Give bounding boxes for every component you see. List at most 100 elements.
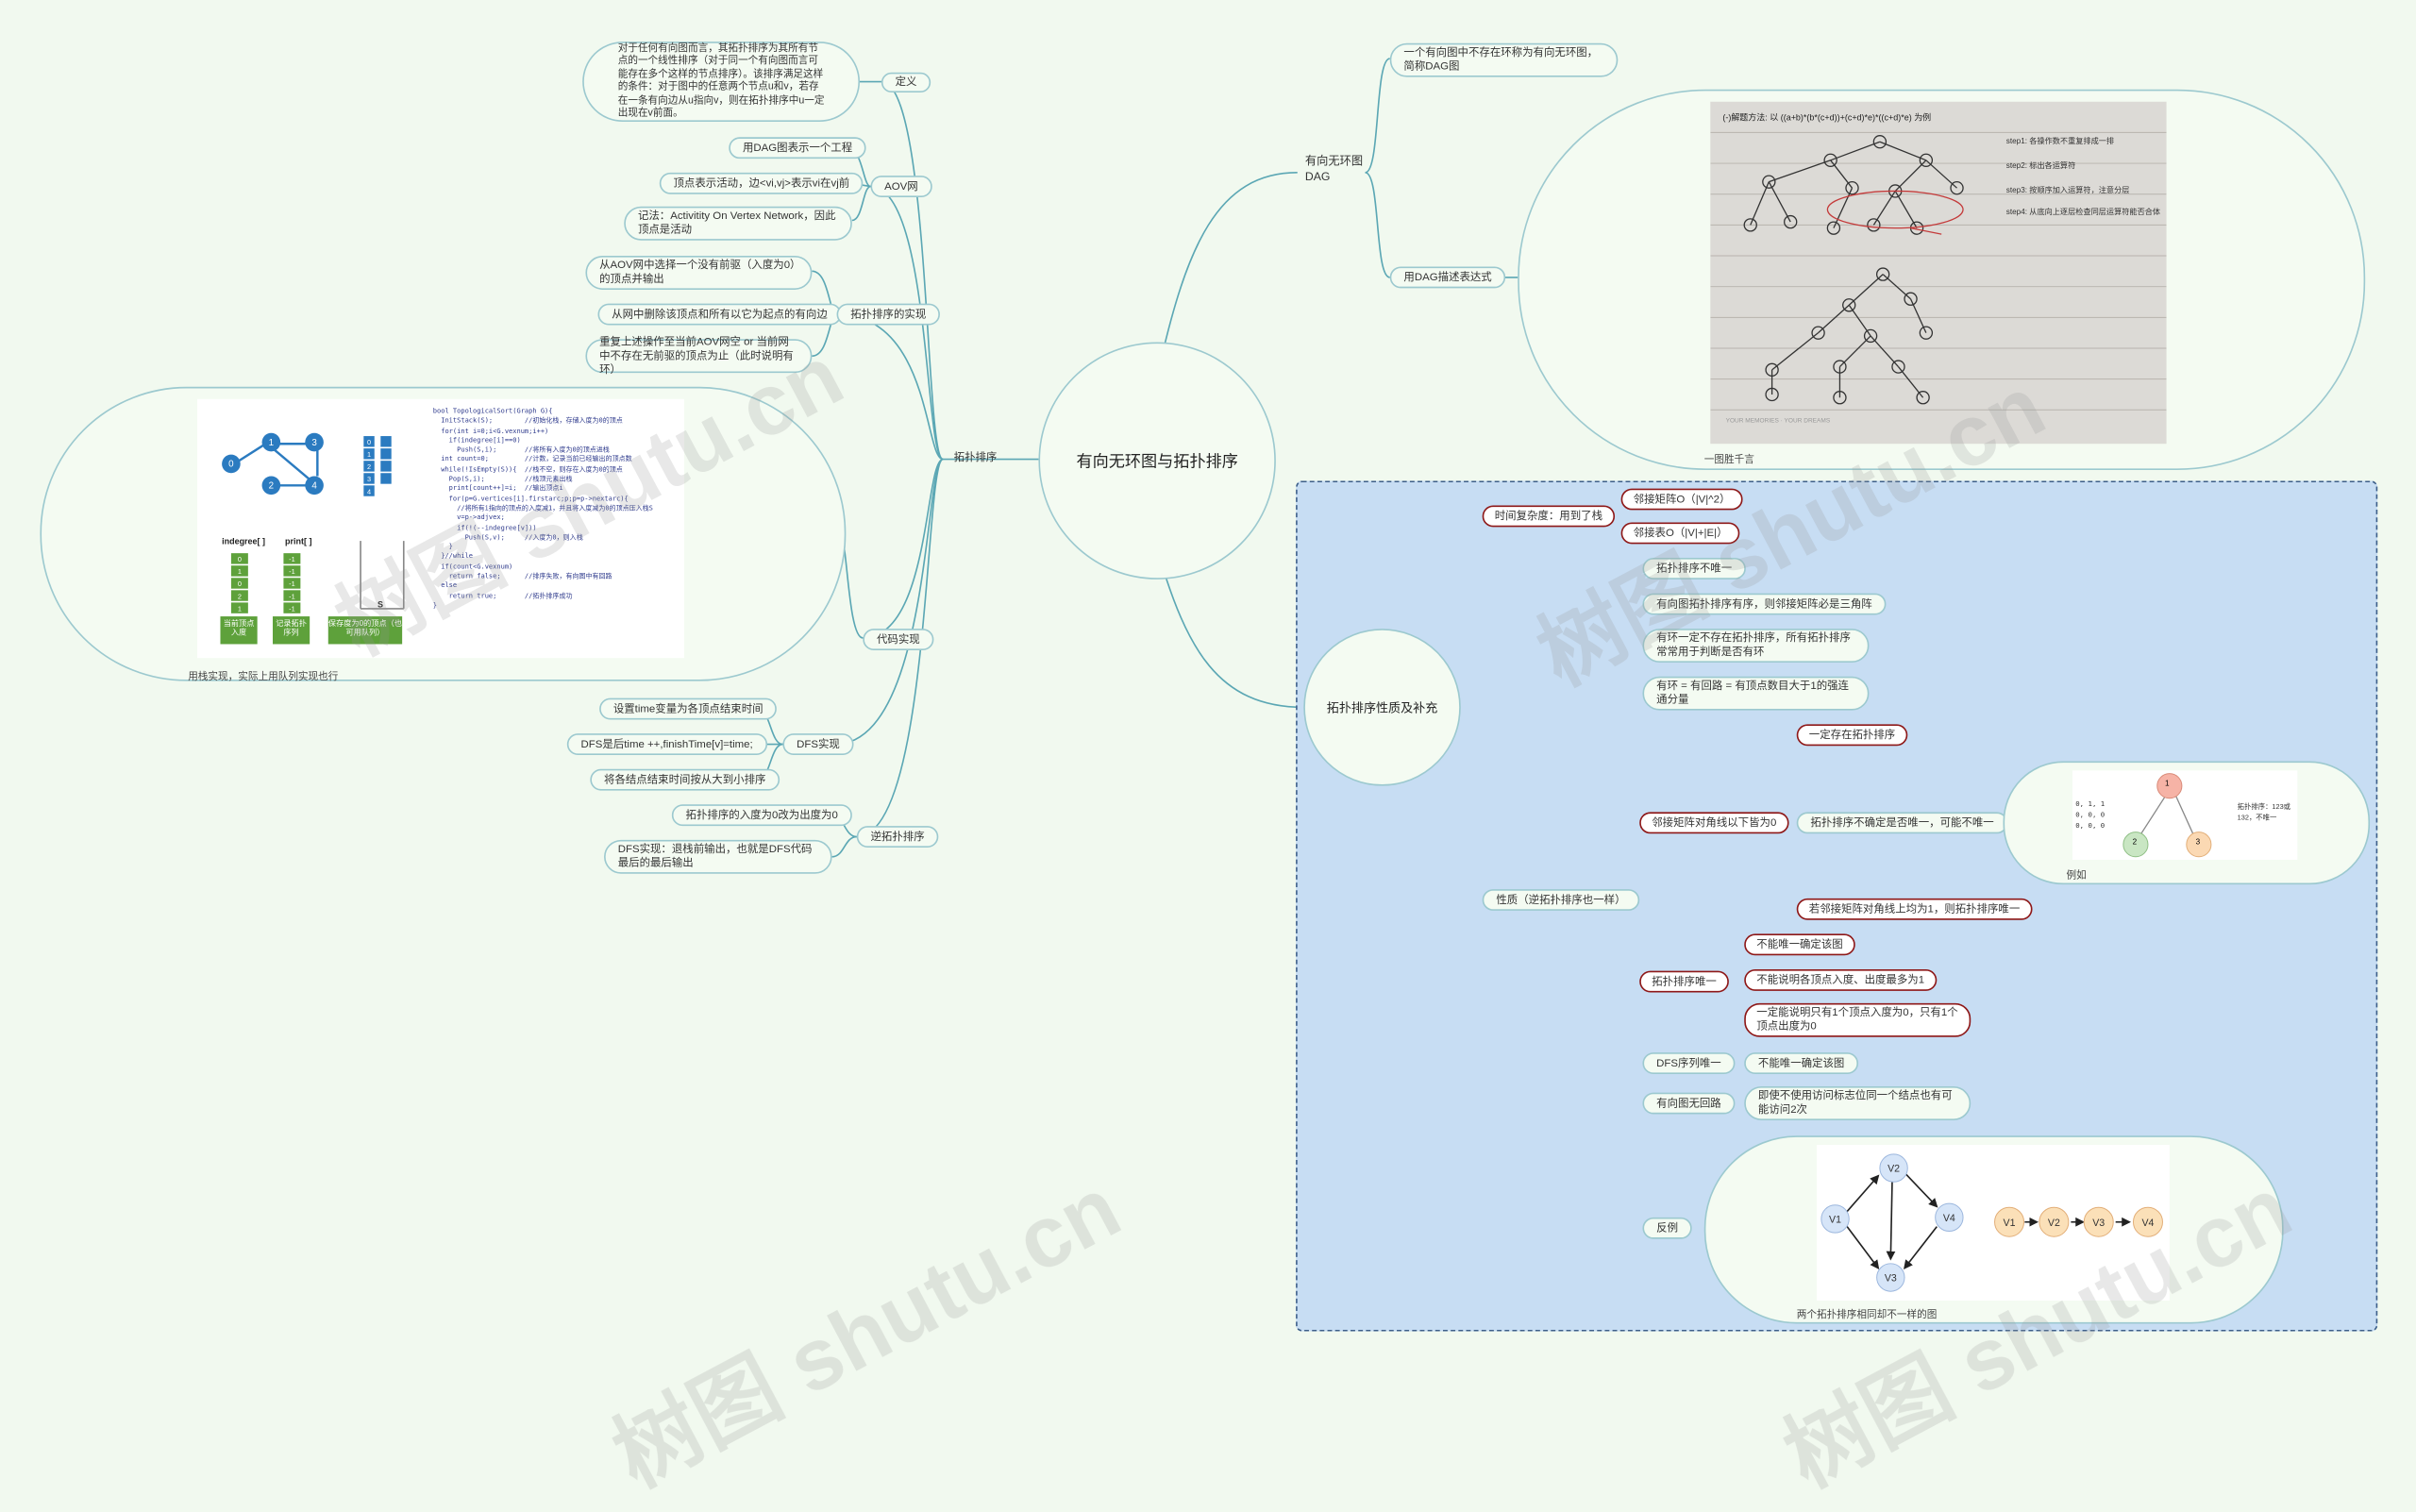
code-caption: 用栈实现，实际上用队列实现也行: [188, 667, 338, 682]
print-value: -1: [289, 580, 295, 588]
center-node[interactable]: 有向无环图与拓扑排序: [1038, 342, 1275, 579]
simple-prop-4[interactable]: 有环 = 有回路 = 有顶点数目大于1的强连通分量: [1642, 677, 1869, 711]
counter-chain-node-label: V3: [2092, 1218, 2105, 1229]
indegree-value: 0: [238, 580, 242, 588]
unique-label[interactable]: 拓扑排序唯一: [1639, 971, 1729, 993]
dag-label[interactable]: 有向无环图DAG: [1305, 154, 1367, 185]
example-node-3: 3: [2196, 838, 2201, 848]
dfs-label[interactable]: DFS实现: [782, 733, 853, 755]
aov-item-2[interactable]: 顶点表示活动，边<vi,vj>表示vi在vj前: [660, 173, 864, 194]
photo-footer: YOUR MEMORIES · YOUR DREAMS: [1726, 416, 1831, 424]
print-value: -1: [289, 567, 295, 576]
aov-item-3[interactable]: 记法：Activitity On Vertex Network，因此顶点是活动: [624, 207, 852, 241]
adj-cell: [380, 461, 391, 471]
counter-graph-node-label: V1: [1829, 1215, 1841, 1226]
reverse-label[interactable]: 逆拓扑排序: [857, 826, 939, 848]
adj-row-label: 2: [367, 462, 371, 471]
props-node[interactable]: 拓扑排序性质及补充: [1303, 629, 1461, 786]
matrix-row-1: 0, 1, 1: [2075, 801, 2105, 809]
dfs-item-3[interactable]: 将各结点结束时间按从大到小排序: [590, 769, 780, 791]
dag-definition[interactable]: 一个有向图中不存在环称为有向无环图，简称DAG图: [1390, 43, 1619, 77]
acyclic-label[interactable]: 有向图无回路: [1642, 1093, 1735, 1115]
code-graph-node-label: 3: [311, 438, 317, 448]
diag-item-2[interactable]: 拓扑排序不确定是否唯一，可能不唯一: [1797, 812, 2008, 833]
code-block: bool TopologicalSort(Graph G){ InitStack…: [433, 409, 653, 613]
aov-label[interactable]: AOV网: [870, 176, 931, 197]
btn-print: 记录拓扑序列: [273, 616, 310, 644]
impl-item-2[interactable]: 从网中删除该顶点和所有以它为起点的有向边: [597, 304, 841, 326]
aov-item-1[interactable]: 用DAG图表示一个工程: [729, 137, 866, 159]
props-title: 拓扑排序性质及补充: [1327, 698, 1438, 715]
photo-step-1: step1: 各操作数不重复排成一排: [2006, 136, 2114, 146]
acyclic-item[interactable]: 即使不使用访问标志位同一个结点也有可能访问2次: [1744, 1086, 1971, 1120]
print-value: -1: [289, 592, 295, 600]
diag-item-1[interactable]: 一定存在拓扑排序: [1797, 724, 1908, 746]
definition-text[interactable]: 对于任何有向图而言，其拓扑排序为其所有节点的一个线性排序（对于同一个有向图而言可…: [582, 42, 860, 122]
btn-indegree: 当前顶点入度: [220, 616, 257, 644]
btn-stack: 保存度为0的顶点（也可用队列）: [328, 616, 402, 644]
reverse-item-1[interactable]: 拓扑排序的入度为0改为出度为0: [672, 804, 852, 826]
code-label[interactable]: 代码实现: [863, 629, 933, 650]
matrix-row-3: 0, 0, 0: [2075, 823, 2105, 831]
adj-row-label: 0: [367, 438, 371, 446]
example-image[interactable]: 1 2 3 0, 1, 1 0, 0, 0 0, 0, 0 拓扑排序：123或1…: [2072, 770, 2297, 860]
counter-chain-node-label: V1: [2004, 1218, 2016, 1229]
counter-caption: 两个拓扑排序相同却不一样的图: [1797, 1305, 1938, 1320]
photo-step-4: step4: 从底向上逐层检查同层运算符能否合体: [2006, 207, 2160, 217]
indegree-value: 0: [238, 555, 242, 563]
unique-item-1[interactable]: 不能唯一确定该图: [1744, 933, 1855, 955]
dfs-item-2[interactable]: DFS是后time ++,finishTime[v]=time;: [567, 733, 767, 755]
mindmap-canvas: 有向无环图与拓扑排序 拓扑排序 对于任何有向图而言，其拓扑排序为其所有节点的一个…: [0, 0, 2416, 1369]
indegree-value: 2: [238, 592, 242, 600]
complexity-matrix[interactable]: 邻接矩阵O（|V|^2）: [1621, 489, 1743, 511]
dfs-item-1[interactable]: 设置time变量为各顶点结束时间: [599, 698, 777, 720]
adj-row-label: 3: [367, 475, 371, 483]
counter-graph-node-label: V2: [1888, 1164, 1900, 1175]
simple-prop-1[interactable]: 拓扑排序不唯一: [1642, 558, 1745, 580]
center-title: 有向无环图与拓扑排序: [1076, 449, 1237, 472]
code-graph-node-label: 2: [269, 481, 274, 492]
example-node-1: 1: [2165, 780, 2170, 789]
code-graph-node-label: 0: [228, 460, 234, 470]
photo-step-2: step2: 标出各运算符: [2006, 160, 2075, 171]
counter-graph-node-label: V3: [1885, 1273, 1897, 1285]
unique-item-2[interactable]: 不能说明各顶点入度、出度最多为1: [1744, 969, 1937, 991]
code-graph-node-label: 1: [269, 438, 274, 448]
counter-chain-node-label: V2: [2048, 1218, 2060, 1229]
photo-sketch: [1710, 102, 2166, 444]
adj-row-label: 1: [367, 450, 371, 459]
example-note: 拓扑排序：123或132，不唯一: [2238, 801, 2294, 823]
unique-item-3[interactable]: 一定能说明只有1个顶点入度为0，只有1个顶点出度为0: [1744, 1003, 1971, 1037]
definition-label[interactable]: 定义: [881, 73, 931, 92]
print-value: -1: [289, 604, 295, 613]
diag-label[interactable]: 邻接矩阵对角线以下皆为0: [1639, 812, 1788, 833]
complexity-label[interactable]: 时间复杂度：用到了栈: [1483, 506, 1615, 528]
topo-sort-label[interactable]: 拓扑排序: [954, 451, 998, 465]
simple-prop-3[interactable]: 有环一定不存在拓扑排序，所有拓扑排序常常用于判断是否有环: [1642, 629, 1869, 663]
simple-prop-2[interactable]: 有向图拓扑排序有序，则邻接矩阵必是三角阵: [1642, 594, 1886, 615]
example-node-2: 2: [2133, 838, 2138, 848]
impl-label[interactable]: 拓扑排序的实现: [837, 304, 940, 326]
diag-item-3[interactable]: 若邻接矩阵对角线上均为1，则拓扑排序唯一: [1797, 899, 2033, 920]
reverse-item-2[interactable]: DFS实现：退栈前输出，也就是DFS代码最后的最后输出: [604, 840, 832, 874]
counter-label[interactable]: 反例: [1642, 1218, 1691, 1239]
dfs-unique-item[interactable]: 不能唯一确定该图: [1744, 1052, 1858, 1074]
impl-item-3[interactable]: 重复上述操作至当前AOV网空 or 当前网中不存在无前驱的顶点为止（此时说明有环…: [585, 339, 812, 373]
indegree-label: indegree[ ]: [222, 538, 265, 547]
complexity-list[interactable]: 邻接表O（|V|+|E|）: [1621, 522, 1740, 544]
counter-chain-node-label: V4: [2141, 1218, 2154, 1229]
impl-item-1[interactable]: 从AOV网中选择一个没有前驱（入度为0）的顶点并输出: [585, 256, 812, 290]
dag-photo[interactable]: (-)解题方法: 以 ((a+b)*(b*(c+d))+(c+d)*e)*((c…: [1710, 102, 2166, 444]
property-label[interactable]: 性质（逆拓扑排序也一样）: [1483, 889, 1640, 911]
counter-graph-node-label: V4: [1943, 1213, 1955, 1224]
photo-step-3: step3: 按顺序加入运算符，注意分层: [2006, 185, 2130, 195]
example-caption: 例如: [2066, 866, 2086, 882]
adj-cell: [380, 448, 391, 459]
matrix-row-2: 0, 0, 0: [2075, 812, 2105, 819]
photo-header: (-)解题方法: 以 ((a+b)*(b*(c+d))+(c+d)*e)*((c…: [1722, 111, 1931, 124]
dag-describe-label[interactable]: 用DAG描述表达式: [1390, 266, 1506, 288]
dfs-unique-label[interactable]: DFS序列唯一: [1642, 1052, 1735, 1074]
